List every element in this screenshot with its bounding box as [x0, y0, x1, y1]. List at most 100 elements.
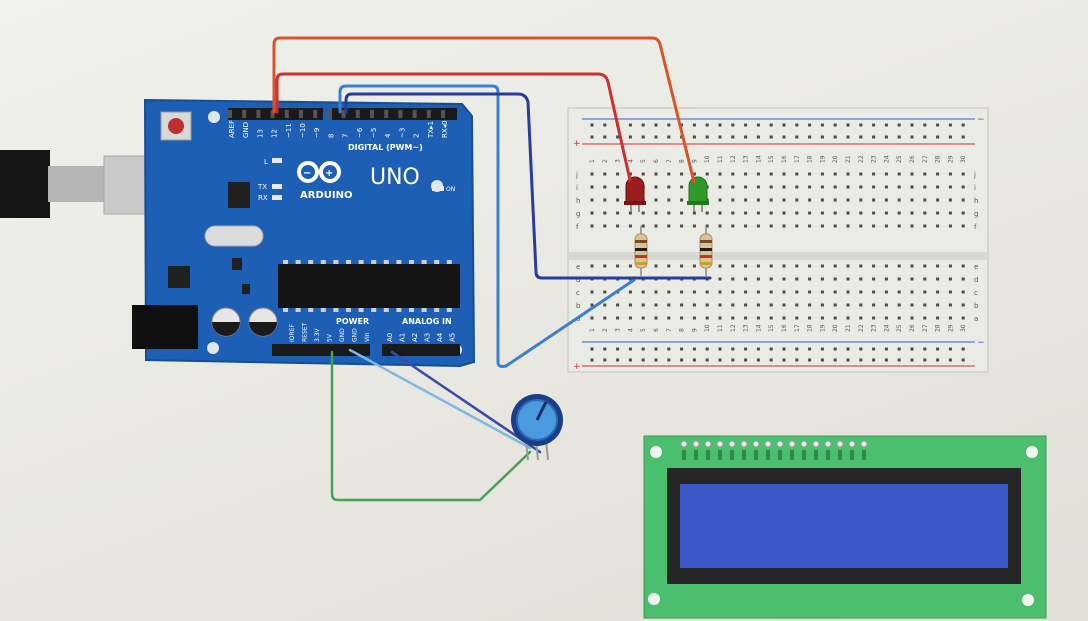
breadboard-hole[interactable] [884, 316, 888, 320]
breadboard-hole[interactable] [936, 358, 940, 362]
breadboard-hole[interactable] [680, 198, 684, 202]
breadboard-hole[interactable] [603, 347, 607, 351]
breadboard-hole[interactable] [884, 358, 888, 362]
breadboard-hole[interactable] [744, 172, 748, 176]
lcd-pin[interactable] [824, 440, 832, 448]
breadboard-hole[interactable] [628, 211, 632, 215]
breadboard-hole[interactable] [923, 198, 927, 202]
breadboard-hole[interactable] [872, 135, 876, 139]
breadboard-hole[interactable] [641, 135, 645, 139]
lcd-pin[interactable] [860, 440, 868, 448]
breadboard-hole[interactable] [616, 224, 620, 228]
power-jack[interactable] [132, 305, 198, 349]
breadboard-hole[interactable] [641, 316, 645, 320]
header-pin-socket[interactable] [270, 110, 275, 118]
breadboard-hole[interactable] [795, 123, 799, 127]
header-pin-socket[interactable] [284, 110, 289, 118]
breadboard-hole[interactable] [744, 211, 748, 215]
breadboard-hole[interactable] [603, 224, 607, 228]
breadboard-hole[interactable] [731, 316, 735, 320]
breadboard-hole[interactable] [590, 172, 594, 176]
breadboard-hole[interactable] [820, 198, 824, 202]
breadboard-hole[interactable] [936, 211, 940, 215]
breadboard-hole[interactable] [859, 172, 863, 176]
breadboard-hole[interactable] [808, 198, 812, 202]
breadboard-hole[interactable] [718, 303, 722, 307]
breadboard-hole[interactable] [859, 198, 863, 202]
breadboard-hole[interactable] [923, 185, 927, 189]
lcd-pin[interactable] [716, 440, 724, 448]
breadboard-hole[interactable] [936, 224, 940, 228]
breadboard-hole[interactable] [936, 290, 940, 294]
breadboard-hole[interactable] [808, 358, 812, 362]
breadboard-hole[interactable] [654, 347, 658, 351]
breadboard-hole[interactable] [731, 224, 735, 228]
wire-navy-to-resistors[interactable] [344, 92, 712, 280]
breadboard-hole[interactable] [667, 290, 671, 294]
breadboard-hole[interactable] [808, 172, 812, 176]
breadboard-hole[interactable] [846, 277, 850, 281]
lcd-16x2[interactable] [643, 435, 1047, 619]
breadboard-hole[interactable] [705, 172, 709, 176]
breadboard-hole[interactable] [654, 185, 658, 189]
breadboard-hole[interactable] [846, 135, 850, 139]
breadboard-hole[interactable] [961, 135, 965, 139]
breadboard-hole[interactable] [769, 135, 773, 139]
header-pin-socket[interactable] [299, 110, 303, 118]
header-pin-socket[interactable] [313, 110, 318, 118]
breadboard-hole[interactable] [744, 224, 748, 228]
breadboard-hole[interactable] [923, 135, 927, 139]
breadboard-hole[interactable] [833, 211, 837, 215]
breadboard-hole[interactable] [872, 277, 876, 281]
breadboard-hole[interactable] [833, 290, 837, 294]
breadboard-hole[interactable] [936, 347, 940, 351]
breadboard-hole[interactable] [795, 135, 799, 139]
digital-header-right[interactable] [332, 108, 457, 120]
breadboard-hole[interactable] [897, 123, 901, 127]
breadboard-hole[interactable] [705, 211, 709, 215]
breadboard-hole[interactable] [628, 347, 632, 351]
breadboard-hole[interactable] [948, 347, 952, 351]
breadboard-hole[interactable] [936, 135, 940, 139]
breadboard-hole[interactable] [795, 264, 799, 268]
breadboard-hole[interactable] [628, 123, 632, 127]
breadboard-hole[interactable] [948, 135, 952, 139]
breadboard-hole[interactable] [590, 198, 594, 202]
breadboard-hole[interactable] [731, 277, 735, 281]
breadboard-hole[interactable] [756, 316, 760, 320]
breadboard-hole[interactable] [872, 303, 876, 307]
breadboard-hole[interactable] [859, 316, 863, 320]
breadboard-hole[interactable] [641, 224, 645, 228]
lcd-pin[interactable] [764, 440, 772, 448]
wire-navy-a0[interactable] [390, 350, 542, 454]
breadboard-hole[interactable] [820, 123, 824, 127]
breadboard-hole[interactable] [782, 303, 786, 307]
breadboard-hole[interactable] [654, 198, 658, 202]
breadboard-hole[interactable] [667, 358, 671, 362]
breadboard-hole[interactable] [603, 264, 607, 268]
breadboard-hole[interactable] [897, 172, 901, 176]
breadboard-hole[interactable] [846, 172, 850, 176]
breadboard-hole[interactable] [731, 185, 735, 189]
breadboard-hole[interactable] [948, 358, 952, 362]
breadboard-hole[interactable] [910, 347, 914, 351]
breadboard-hole[interactable] [616, 316, 620, 320]
breadboard-hole[interactable] [705, 347, 709, 351]
breadboard-hole[interactable] [667, 185, 671, 189]
breadboard-hole[interactable] [897, 224, 901, 228]
breadboard-hole[interactable] [872, 358, 876, 362]
breadboard-hole[interactable] [744, 303, 748, 307]
breadboard-hole[interactable] [731, 123, 735, 127]
breadboard-hole[interactable] [782, 264, 786, 268]
lcd-pin[interactable] [704, 440, 712, 448]
breadboard-hole[interactable] [846, 316, 850, 320]
breadboard-hole[interactable] [628, 224, 632, 228]
header-pin-socket[interactable] [242, 110, 247, 118]
breadboard-hole[interactable] [872, 224, 876, 228]
breadboard-hole[interactable] [705, 224, 709, 228]
breadboard-hole[interactable] [833, 172, 837, 176]
breadboard-hole[interactable] [616, 198, 620, 202]
power-header[interactable] [272, 344, 370, 356]
breadboard-hole[interactable] [616, 347, 620, 351]
breadboard-hole[interactable] [948, 277, 952, 281]
